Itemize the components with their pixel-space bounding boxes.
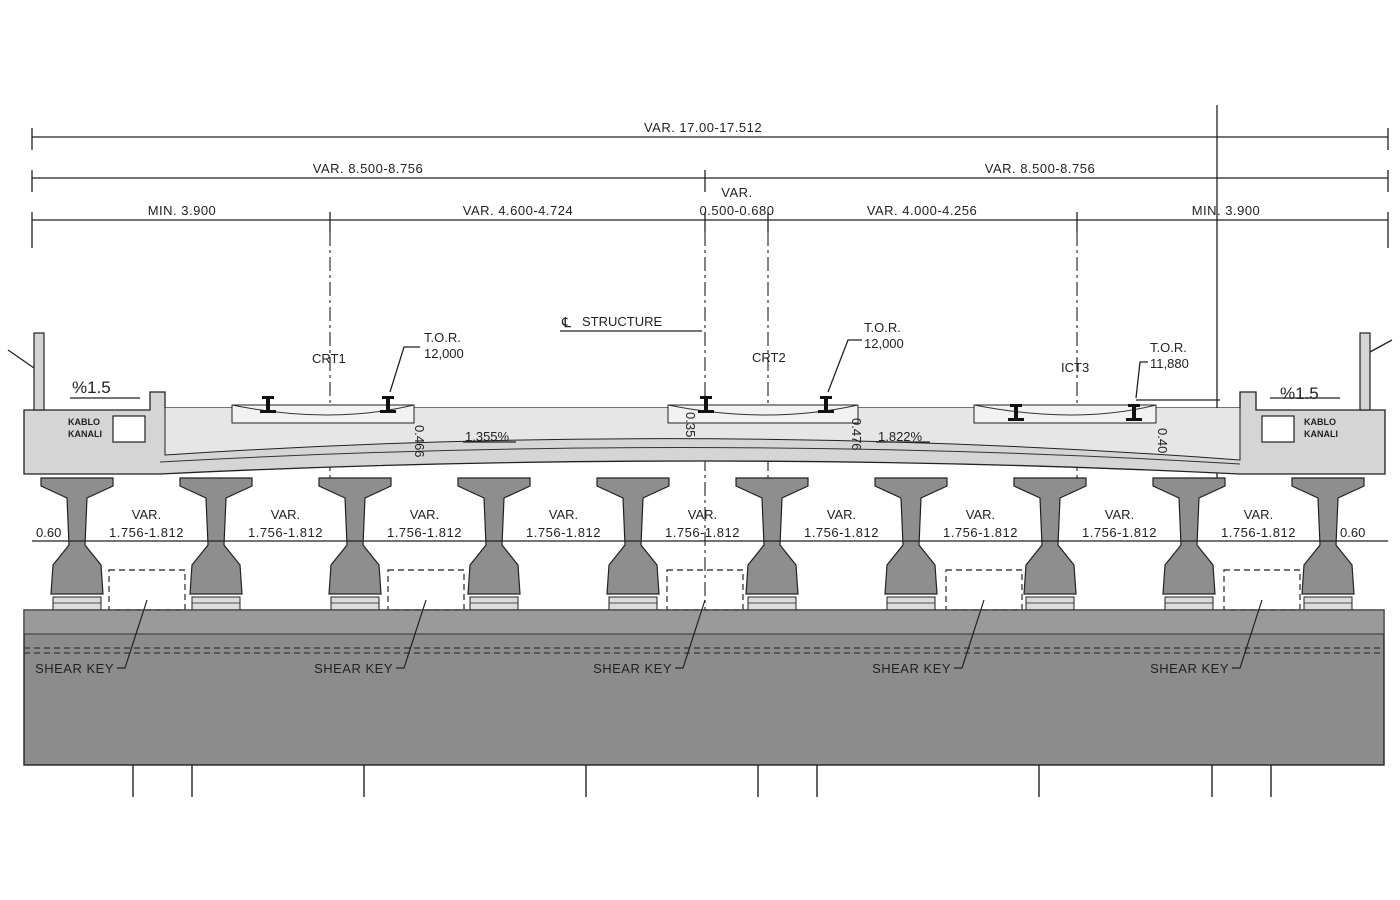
dim-half-left: VAR. 8.500-8.756 xyxy=(313,161,423,176)
spacing-range-label: 1.756-1.812 xyxy=(387,525,462,540)
dim-seg-left-mid: VAR. 4.600-4.724 xyxy=(463,203,573,218)
shear-key: SHEAR KEY xyxy=(314,569,465,676)
girder xyxy=(1013,477,1087,611)
girder xyxy=(874,477,948,611)
thickness-labels: 0.466 0.35 0.476 0.40 xyxy=(412,412,1170,458)
spacing-range-label: 1.756-1.812 xyxy=(943,525,1018,540)
spacing-range-label: 1.756-1.812 xyxy=(665,525,740,540)
spacing-range-label: 1.756-1.812 xyxy=(1082,525,1157,540)
tor-label: T.O.R. xyxy=(1150,340,1187,355)
slope-arrows xyxy=(70,397,1340,443)
thickness-label: 0.40 xyxy=(1155,428,1170,453)
spacing-var-label: VAR. xyxy=(688,507,717,522)
shear-key: SHEAR KEY xyxy=(35,569,186,676)
girder xyxy=(40,477,114,611)
thickness-label: 0.476 xyxy=(849,418,864,451)
structure-label: STRUCTURE xyxy=(582,314,662,329)
tor-value: 11,880 xyxy=(1150,356,1189,371)
girder-spacing-dimension: 0.60 0.60 xyxy=(32,525,1388,542)
edge-offset-right: 0.60 xyxy=(1340,525,1365,540)
rails xyxy=(260,396,1142,421)
spacing-var-label: VAR. xyxy=(827,507,856,522)
rail-icon xyxy=(1008,404,1024,421)
tor-value: 12,000 xyxy=(424,346,464,361)
dim-half-right: VAR. 8.500-8.756 xyxy=(985,161,1095,176)
girder-spacing-labels: VAR. 1.756-1.812 VAR. 1.756-1.812 VAR. 1.756-… xyxy=(109,507,1296,540)
spacing-var-label: VAR. xyxy=(410,507,439,522)
slope-right: 1.822% xyxy=(878,429,923,444)
tor-value: 12,000 xyxy=(864,336,904,351)
rail-icon xyxy=(380,396,396,413)
dim-overall: VAR. 17.00-17.512 xyxy=(644,120,762,135)
track-name: CRT2 xyxy=(752,350,786,365)
rail-icon xyxy=(698,396,714,413)
cross-slope-right: %1.5 xyxy=(1280,384,1319,403)
pier-cap xyxy=(23,609,1385,766)
rail-icon xyxy=(260,396,276,413)
cable-channel-label: KABLO xyxy=(1304,417,1336,427)
dimension-texts: VAR. 17.00-17.512 VAR. 8.500-8.756 VAR. … xyxy=(148,120,1261,218)
spacing-var-label: VAR. xyxy=(966,507,995,522)
track-name: CRT1 xyxy=(312,351,346,366)
tor-label: T.O.R. xyxy=(864,320,901,335)
rail-icon xyxy=(818,396,834,413)
spacing-range-label: 1.756-1.812 xyxy=(1221,525,1296,540)
thickness-label: 0.466 xyxy=(412,425,427,458)
cable-channel-label: KANALI xyxy=(68,429,102,439)
dim-seg-min-right: MIN. 3.900 xyxy=(1192,203,1261,218)
tor-leaders xyxy=(389,339,1220,401)
dim-seg-right-mid: VAR. 4.000-4.256 xyxy=(867,203,977,218)
track-labels: CRT1 T.O.R. 12,000 CRT2 T.O.R. 12,000 IC… xyxy=(312,320,1189,375)
rail-icon xyxy=(1126,404,1142,421)
girder xyxy=(457,477,531,611)
shear-key-label: SHEAR KEY xyxy=(314,661,393,676)
spacing-range-label: 1.756-1.812 xyxy=(248,525,323,540)
dim-seg-center-var: VAR. xyxy=(721,185,752,200)
slope-left: 1.355% xyxy=(465,429,510,444)
spacing-var-label: VAR. xyxy=(271,507,300,522)
spacing-var-label: VAR. xyxy=(549,507,578,522)
spacing-var-label: VAR. xyxy=(1105,507,1134,522)
shear-key: SHEAR KEY xyxy=(872,569,1023,676)
edge-offset-left: 0.60 xyxy=(36,525,61,540)
shear-keys: SHEAR KEY SHEAR KEY SHEAR KEY SHEAR KEY SHEA… xyxy=(35,569,1301,676)
cable-channel-labels: KABLO KANALI KABLO KANALI xyxy=(68,417,1338,439)
cable-channel-label: KANALI xyxy=(1304,429,1338,439)
centerline-icon: ℄ xyxy=(561,314,571,330)
girder xyxy=(318,477,392,611)
pier-columns xyxy=(132,765,1272,797)
spacing-range-label: 1.756-1.812 xyxy=(526,525,601,540)
dimension-lines xyxy=(31,105,1389,480)
girders xyxy=(40,477,1365,611)
shear-key: SHEAR KEY xyxy=(1150,569,1301,676)
spacing-var-label: VAR. xyxy=(1244,507,1273,522)
shear-key-label: SHEAR KEY xyxy=(872,661,951,676)
girder xyxy=(1152,477,1226,611)
slope-labels: 1.355% 1.822% %1.5 %1.5 xyxy=(72,378,1319,444)
tor-label: T.O.R. xyxy=(424,330,461,345)
shear-key-label: SHEAR KEY xyxy=(1150,661,1229,676)
spacing-var-label: VAR. xyxy=(132,507,161,522)
spacing-range-label: 1.756-1.812 xyxy=(109,525,184,540)
track-name: ICT3 xyxy=(1061,360,1089,375)
shear-key-label: SHEAR KEY xyxy=(35,661,114,676)
cable-channel-label: KABLO xyxy=(68,417,100,427)
girder xyxy=(596,477,670,611)
structure-centerline-label: ℄ STRUCTURE xyxy=(560,314,702,332)
cross-slope-left: %1.5 xyxy=(72,378,111,397)
girder xyxy=(179,477,253,611)
dim-seg-min-left: MIN. 3.900 xyxy=(148,203,217,218)
girder xyxy=(1291,477,1365,611)
girder xyxy=(735,477,809,611)
thickness-label: 0.35 xyxy=(683,412,698,437)
spacing-range-label: 1.756-1.812 xyxy=(804,525,879,540)
shear-key-label: SHEAR KEY xyxy=(593,661,672,676)
shear-key: SHEAR KEY xyxy=(593,569,744,676)
dim-seg-center-val: 0.500-0.680 xyxy=(700,203,775,218)
